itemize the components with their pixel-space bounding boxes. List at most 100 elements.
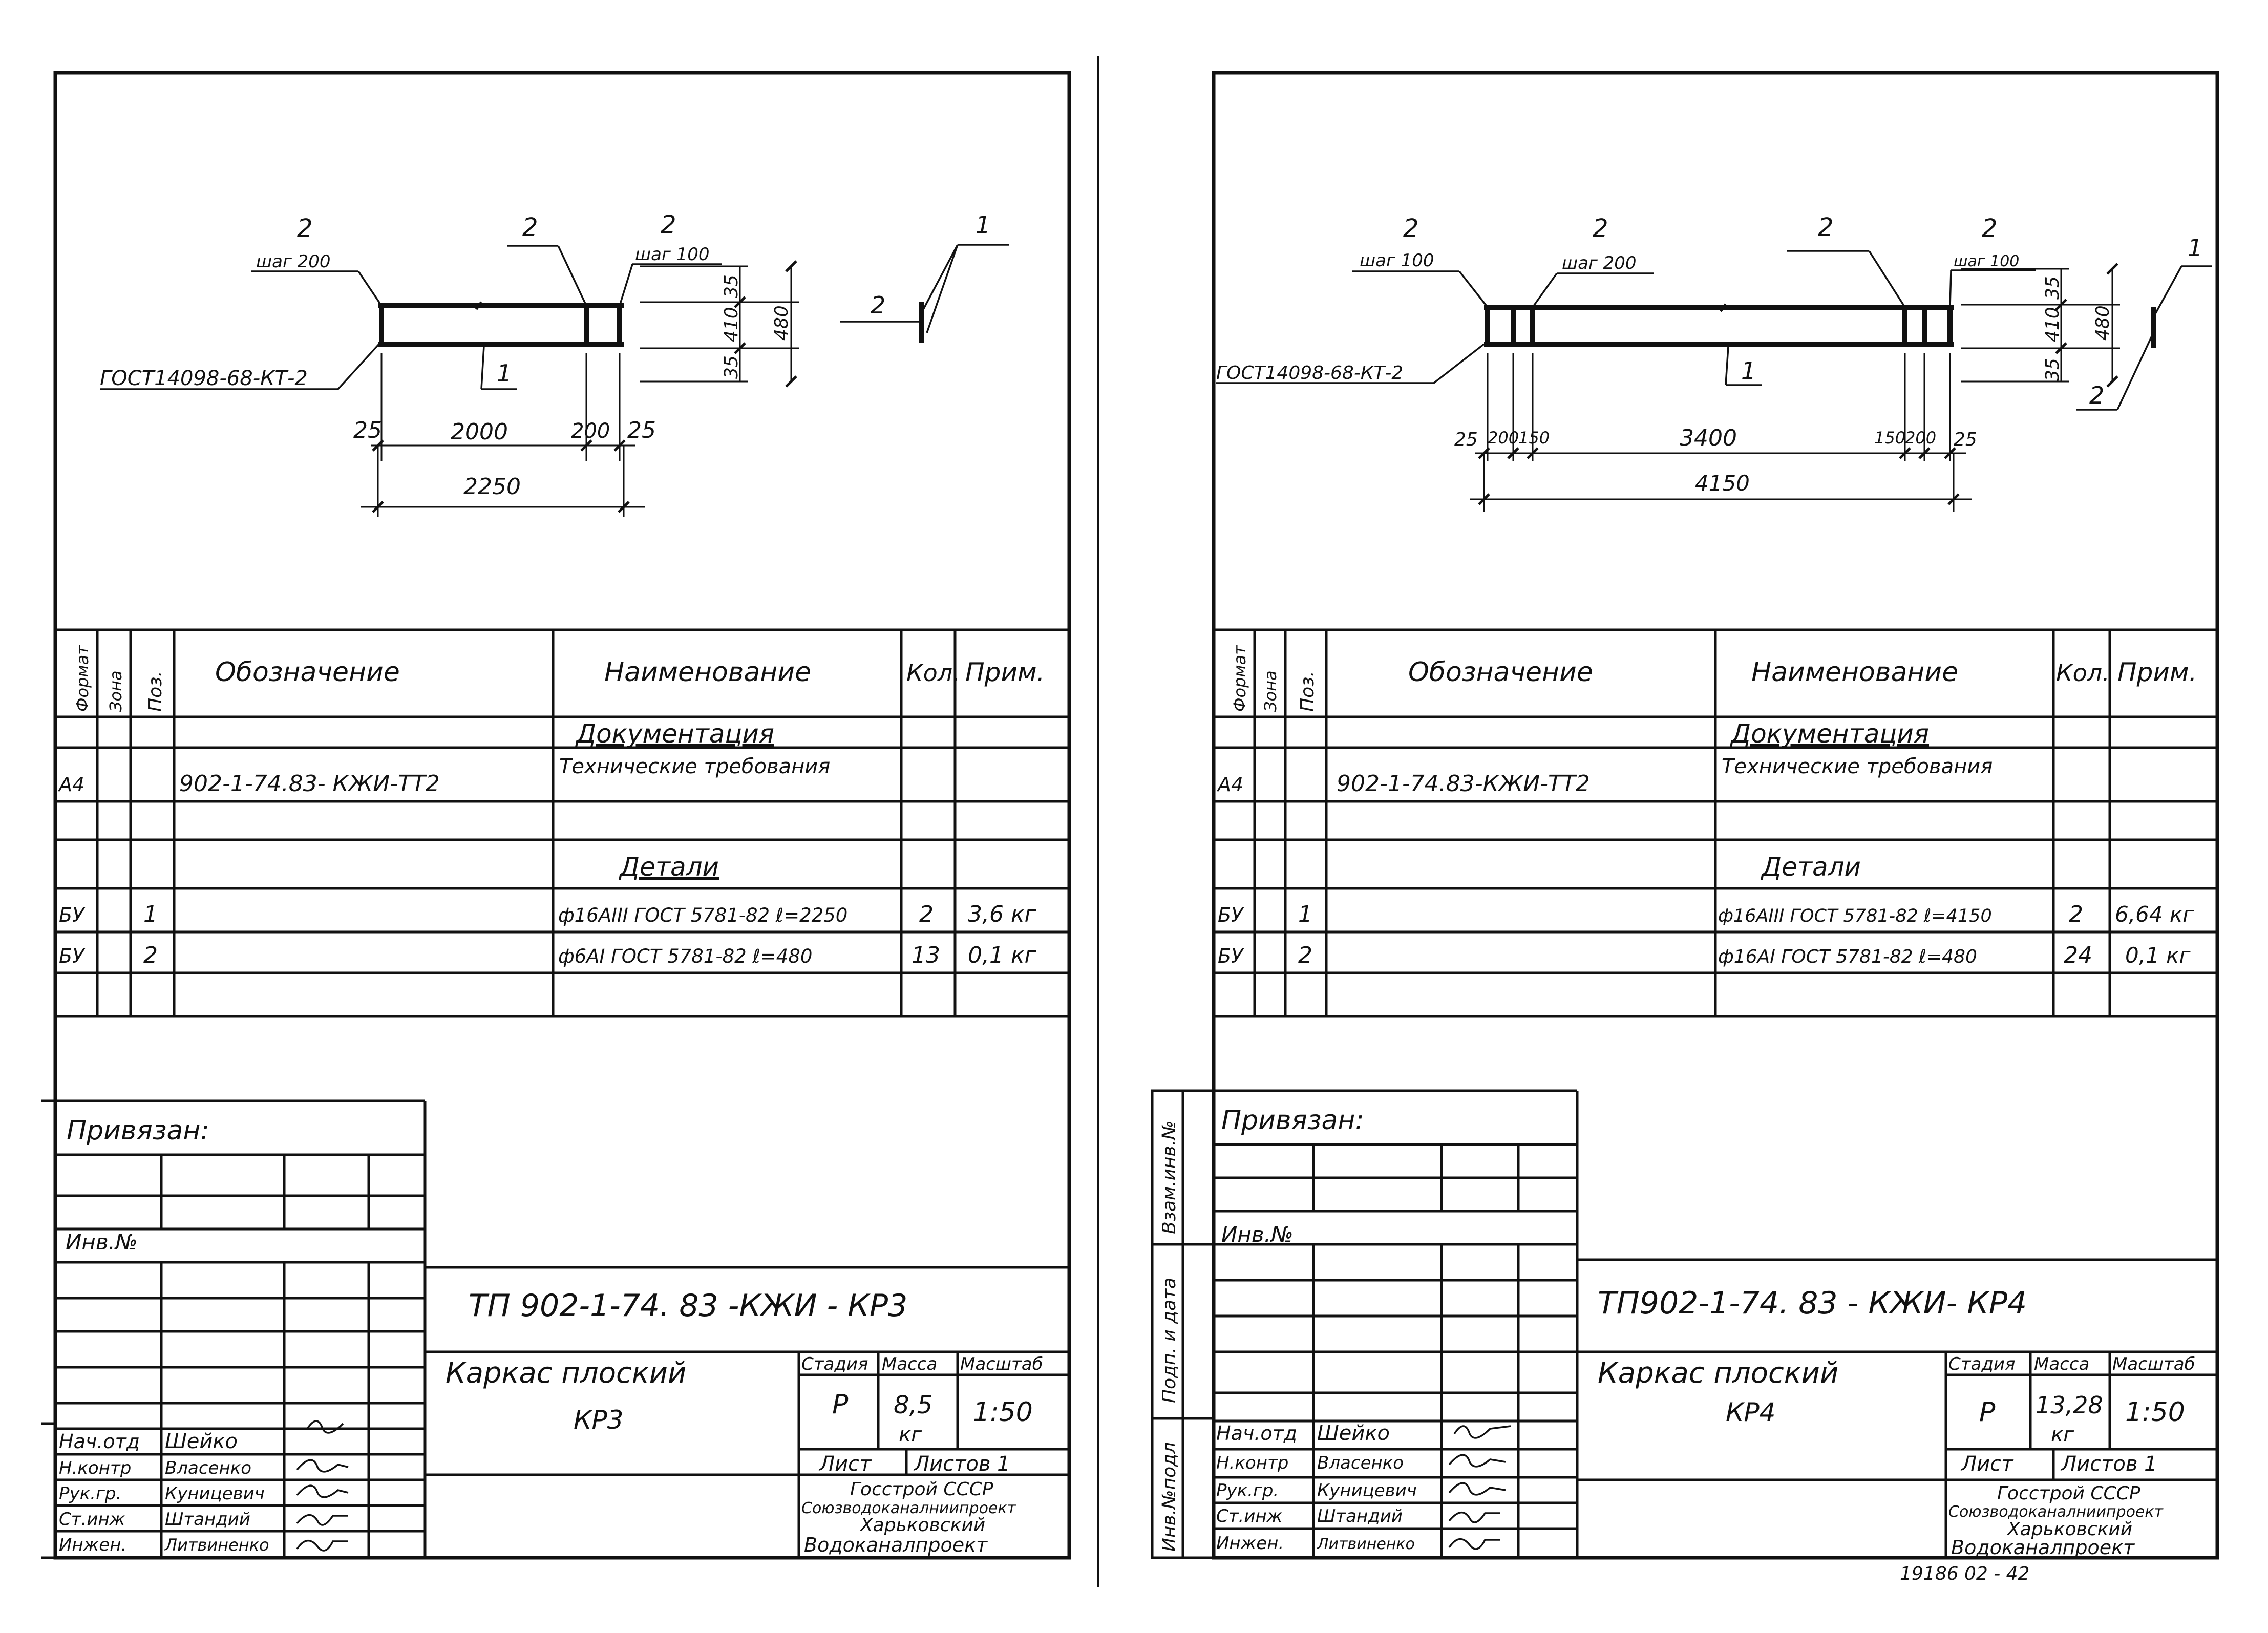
signature-name: Шейко [1317,1422,1390,1445]
sheets-count: Листов 1 [913,1452,1010,1476]
signature-mark [296,1459,349,1473]
header-note: Прим. [2117,658,2197,687]
signature-name: Шейко [165,1430,238,1453]
frame-drawing: 2 шаг 200 2 2 шаг 100 ГОСТ14098-68-КТ-2 … [100,210,1009,517]
signature-mark [1453,1425,1511,1439]
callout-note: шаг 200 [256,251,331,272]
callout-pos: 2 [522,213,538,242]
callout-pos: 2 [297,214,313,243]
callout-pos: 2 [1593,214,1608,243]
org-line2: Союзводоканалниипроект [801,1499,1017,1517]
sheet-kr4: 2 шаг 100 2 шаг 200 2 2 шаг 100 ГОСТ1409… [1151,71,2219,1560]
spec-table: Формат Зона Поз. Обозначение Наименовани… [1214,628,2217,1018]
inventory-label: Инв.№ [66,1229,138,1255]
org-line1: Госстрой СССР [1997,1483,2140,1504]
row-pos: 2 [1298,942,1312,968]
callout-pos: 2 [1982,214,1998,243]
signature-name: Власенко [165,1458,251,1478]
length-dim: 25 [353,417,382,443]
row-note: 6,64 кг [2115,902,2194,927]
signature-mark [296,1484,349,1498]
height-dim: 35 [2042,276,2063,300]
header-pos: Поз. [145,671,166,712]
row-qty: 2 [919,901,934,927]
row-qty: 13 [912,942,940,968]
title-line1: Каркас плоский [446,1356,686,1390]
height-dim: 410 [2042,307,2063,342]
callout-note: шаг 100 [1360,250,1434,271]
org-line2: Союзводоканалниипроект [1948,1503,2164,1521]
row-qty: 2 [2069,901,2083,927]
title-line2: КР4 [1726,1397,1775,1427]
section-documentation: Документация [575,719,774,749]
side-label-replaced-inv: Взам.инв.№ [1159,1120,1180,1234]
sheet-frame [53,71,1071,1560]
org-line1: Госстрой СССР [850,1479,993,1500]
linked-label: Привязан: [1221,1105,1364,1136]
callout-note: шаг 100 [1954,252,2019,270]
row-qty: 24 [2064,942,2092,968]
sheets-count: Листов 1 [2060,1452,2157,1476]
frame-drawing: 2 шаг 100 2 шаг 200 2 2 шаг 100 ГОСТ1409… [1216,213,2212,512]
linked-label: Привязан: [67,1115,209,1146]
height-dim: 35 [2042,358,2063,381]
org-line4: Водоканалпроект [804,1534,988,1556]
header-zone: Зона [106,670,125,712]
signature-role: Инжен. [59,1535,126,1555]
mass-label: Масса [2034,1354,2089,1374]
row-designation: 902-1-74.83-КЖИ-ТТ2 [1337,771,1590,797]
title-block: Инв.№подл Подп. и дата Взам.инв.№ [1151,1089,2217,1559]
row-format: А4 [1216,773,1243,796]
row-name: ф16АIII ГОСТ 5781-82 ℓ=4150 [1718,906,1992,926]
callout-pos: 2 [661,210,676,239]
row-format: БУ [1218,945,1244,967]
signature-role: Н.контр [59,1458,131,1478]
signature-mark [296,1514,348,1526]
height-dim: 410 [721,307,742,342]
bar-marker: 1 [1741,357,1756,385]
stage-label: Стадия [801,1354,868,1374]
length-dim: 150 [1874,428,1905,448]
title-block: Привязан: Инв.№ Нач.отд Шейко Н.контр Вл… [55,1099,1069,1558]
header-format: Формат [73,645,92,712]
scale-label: Масштаб [960,1354,1043,1374]
header-qty: Кол. [2056,659,2110,687]
row-note: 3,6 кг [968,901,1037,927]
length-dim: 200 [1488,428,1519,448]
row-name: ф16АIII ГОСТ 5781-82 ℓ=2250 [558,904,847,926]
signature-role: Ст.инж [1216,1506,1283,1526]
height-dim: 35 [721,355,742,379]
row-name: Технические требования [1722,755,1993,778]
mass-value: 13,28 [2036,1391,2103,1419]
title-line2: КР3 [574,1405,623,1435]
row-pos: 1 [1298,901,1312,927]
mass-unit: кг [899,1423,922,1447]
sheet-frame [1212,71,2219,1560]
row-note: 0,1 кг [2125,943,2191,968]
signature-role: Н.контр [1216,1453,1288,1473]
stage-label: Стадия [1948,1354,2015,1374]
sheet-label: Лист [818,1452,872,1476]
header-format: Формат [1230,645,1249,712]
scale-label: Масштаб [2112,1354,2195,1374]
mass-unit: кг [2051,1423,2074,1447]
org-line3: Харьковский [2006,1519,2132,1540]
scale-value: 1:50 [2125,1397,2185,1428]
length-dim: 150 [1518,428,1550,448]
title-line1: Каркас плоский [1598,1356,1838,1390]
row-name: ф6АI ГОСТ 5781-82 ℓ=480 [558,945,812,967]
bar-marker: 1 [497,359,512,387]
length-dim: 3400 [1680,425,1737,451]
length-dim: 200 [571,419,610,443]
org-line3: Харьковский [859,1515,985,1536]
signature-mark [1448,1454,1506,1468]
signature-mark [1448,1512,1500,1523]
signature-mark [296,1540,348,1552]
row-format: БУ [59,904,86,926]
row-format: БУ [59,945,86,967]
length-dim: 2000 [451,419,508,445]
header-note: Прим. [965,658,1045,687]
row-pos: 1 [143,901,158,927]
signature-name: Штандий [1317,1506,1403,1526]
